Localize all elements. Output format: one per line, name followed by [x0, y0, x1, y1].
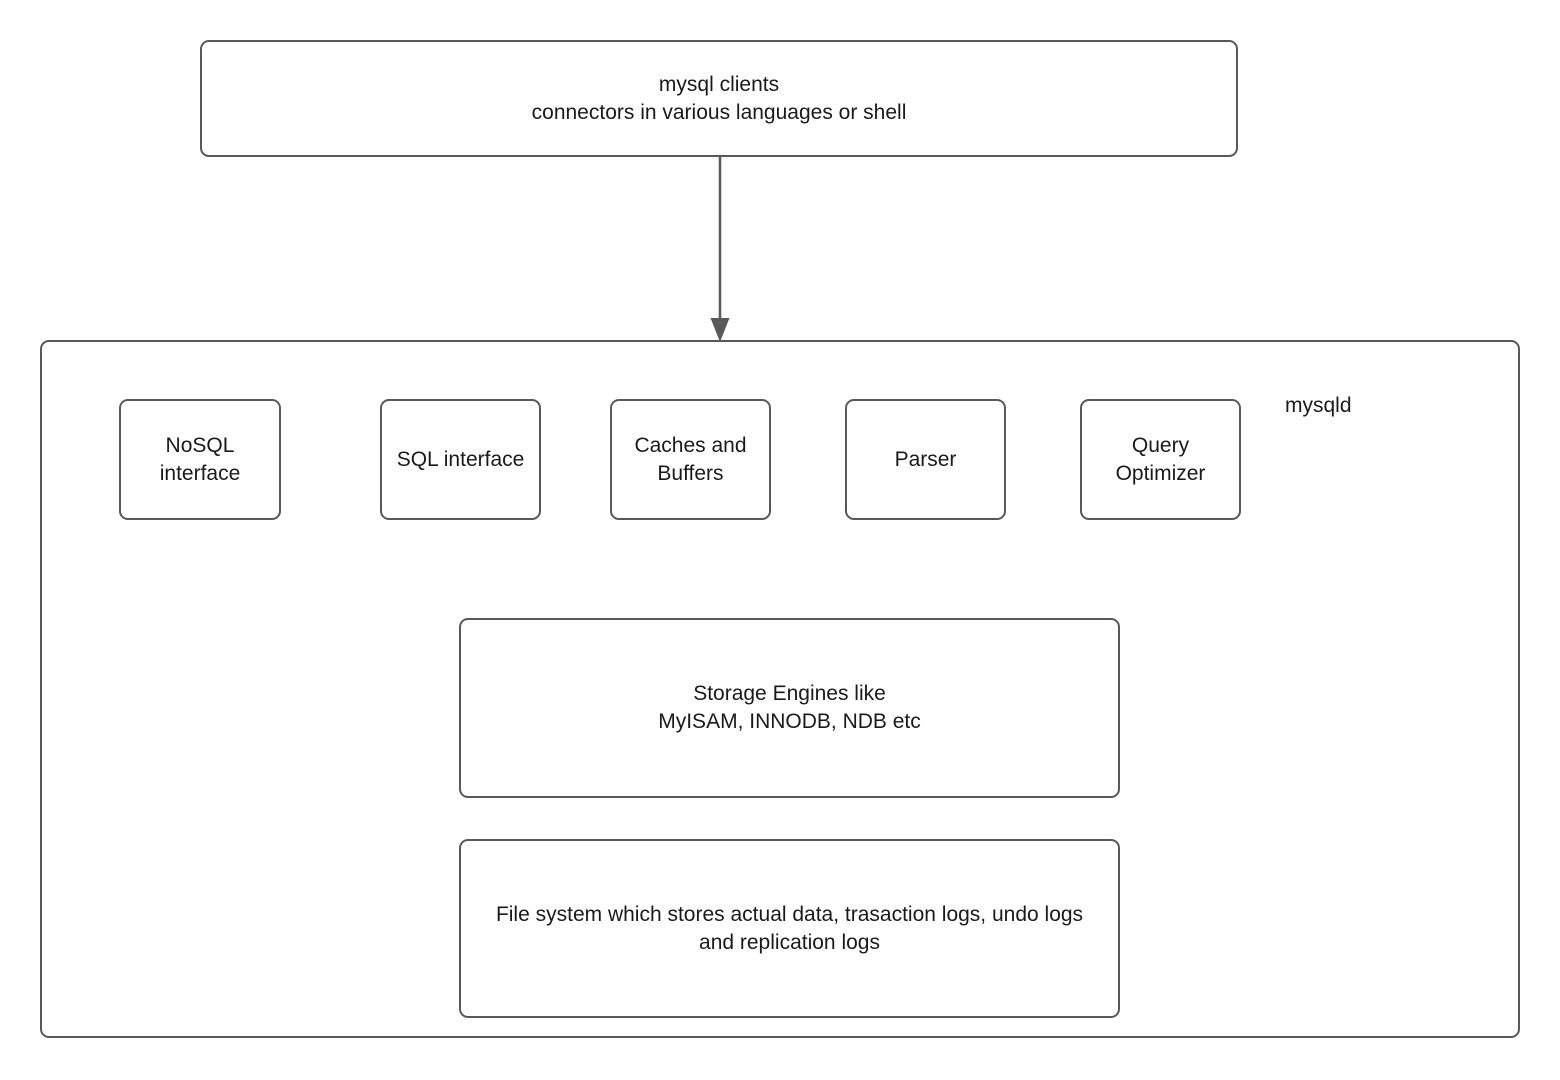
node-nosql-interface[interactable]: NoSQL interface: [119, 399, 281, 520]
node-file-system[interactable]: File system which stores actual data, tr…: [459, 839, 1120, 1018]
node-nosql-interface-label: NoSQL interface: [159, 433, 241, 485]
node-caches-and-buffers-label: Caches and Buffers: [634, 433, 747, 485]
clients-to-mysqld-arrow: [710, 156, 730, 342]
node-caches-and-buffers[interactable]: Caches and Buffers: [610, 399, 771, 520]
node-query-optimizer[interactable]: Query Optimizer: [1080, 399, 1241, 520]
node-query-optimizer-label: Query Optimizer: [1115, 433, 1206, 485]
node-mysql-clients-label: mysql clients connectors in various lang…: [531, 72, 907, 124]
node-parser[interactable]: Parser: [845, 399, 1006, 520]
node-mysqld-label: mysqld: [1285, 394, 1352, 417]
node-parser-label: Parser: [894, 447, 957, 471]
node-sql-interface[interactable]: SQL interface: [380, 399, 541, 520]
node-file-system-label: File system which stores actual data, tr…: [495, 902, 1084, 954]
node-mysql-clients[interactable]: mysql clients connectors in various lang…: [200, 40, 1238, 157]
node-storage-engines-label: Storage Engines like MyISAM, INNODB, NDB…: [658, 682, 921, 733]
node-sql-interface-label: SQL interface: [396, 447, 525, 471]
node-storage-engines[interactable]: Storage Engines like MyISAM, INNODB, NDB…: [459, 618, 1120, 798]
